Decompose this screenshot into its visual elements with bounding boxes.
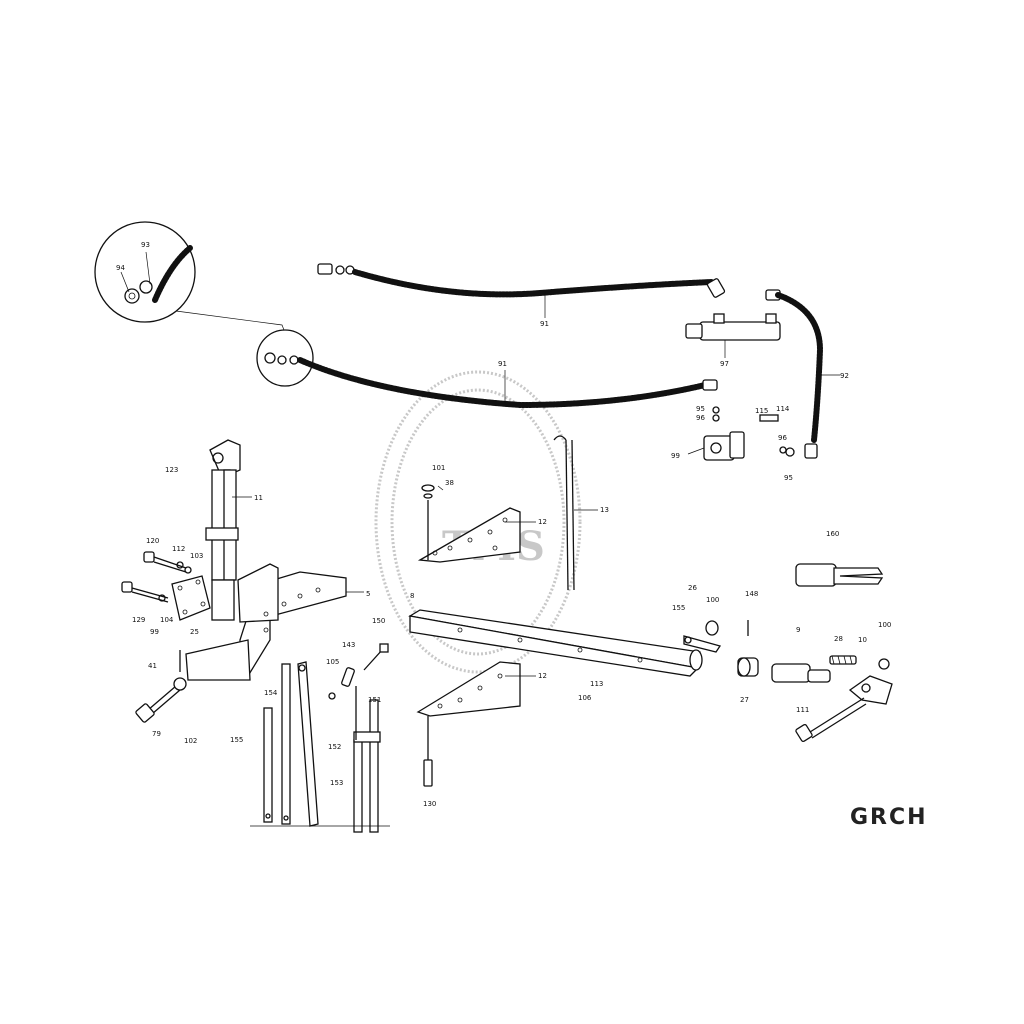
diagram-code: GRCH [850, 805, 928, 830]
label-9: 9 [796, 626, 800, 634]
spring-28 [829, 655, 857, 665]
label-152: 152 [328, 743, 341, 751]
valve-99 [687, 406, 795, 461]
label-115: 115 [755, 407, 768, 415]
label-26: 26 [688, 584, 697, 592]
plate-12-lower [416, 661, 536, 717]
label-92: 92 [840, 372, 849, 380]
label-97: 97 [720, 360, 729, 368]
link-155 [263, 707, 273, 823]
plate-25 [171, 575, 211, 621]
hitch-bracket-26 [683, 620, 749, 653]
beam-8 [408, 609, 703, 677]
rod-13 [553, 435, 598, 591]
label-160: 160 [826, 530, 839, 538]
label-10: 10 [858, 636, 867, 644]
label-5: 5 [366, 590, 370, 598]
label-99-left: 99 [150, 628, 159, 636]
link-151 [353, 686, 381, 833]
label-101: 101 [432, 464, 445, 472]
label-130: 130 [423, 800, 436, 808]
pin-9 [771, 663, 831, 683]
washer-143 [328, 692, 336, 700]
label-151: 151 [368, 696, 381, 704]
label-95-a: 95 [696, 405, 705, 413]
bushing-27 [737, 657, 759, 677]
label-112: 112 [172, 545, 185, 553]
label-28: 28 [834, 635, 843, 643]
label-93: 93 [141, 241, 150, 249]
label-99: 99 [671, 452, 680, 460]
label-120: 120 [146, 537, 159, 545]
pin-130 [423, 716, 433, 787]
label-113: 113 [590, 680, 603, 688]
label-114: 114 [776, 405, 790, 413]
label-11: 11 [254, 494, 263, 502]
label-155-right: 155 [672, 604, 685, 612]
bolt-111 [795, 697, 867, 743]
label-96-b: 96 [778, 434, 787, 442]
label-38: 38 [445, 479, 454, 487]
hose-92 [765, 289, 840, 459]
label-153: 153 [330, 779, 343, 787]
label-79: 79 [152, 730, 161, 738]
label-95-b: 95 [784, 474, 793, 482]
label-12-lower: 12 [538, 672, 547, 680]
label-150: 150 [372, 617, 385, 625]
cylinder-97 [685, 313, 781, 358]
label-100-a: 100 [706, 596, 719, 604]
label-25: 25 [190, 628, 199, 636]
label-104: 104 [160, 616, 174, 624]
label-123: 123 [165, 466, 178, 474]
bolt-120 [143, 551, 192, 574]
hose-91-lower [297, 357, 718, 409]
label-91-upper: 91 [540, 320, 549, 328]
label-96-a: 96 [696, 414, 705, 422]
bolt-150 [363, 643, 389, 671]
label-103: 103 [190, 552, 203, 560]
label-154: 154 [264, 689, 278, 697]
bushing-105 [341, 667, 355, 687]
label-106: 106 [578, 694, 592, 702]
label-143: 143 [342, 641, 355, 649]
label-94: 94 [116, 264, 125, 272]
label-27: 27 [740, 696, 749, 704]
link-154 [281, 663, 291, 825]
coupling-160 [795, 563, 884, 587]
hose-91-upper [317, 263, 726, 318]
bolt-129 [121, 581, 169, 603]
label-13: 13 [600, 506, 609, 514]
label-155-left: 155 [230, 736, 243, 744]
frame-5 [185, 563, 364, 681]
label-8: 8 [410, 592, 414, 600]
label-41: 41 [148, 662, 157, 670]
label-100-b: 100 [878, 621, 891, 629]
link-153 [297, 661, 319, 827]
cylinder-11 [205, 439, 252, 621]
label-102: 102 [184, 737, 197, 745]
label-105: 105 [326, 658, 339, 666]
label-91-lower: 91 [498, 360, 507, 368]
detail-callout-large [94, 221, 196, 323]
label-111: 111 [796, 706, 809, 714]
label-129: 129 [132, 616, 145, 624]
plate-12-upper [417, 507, 536, 563]
washer-101-38 [421, 484, 444, 560]
pin-79 [135, 650, 187, 723]
label-12-upper: 12 [538, 518, 547, 526]
detail-callout-small [175, 310, 314, 387]
label-148: 148 [745, 590, 758, 598]
clevis-10 [848, 658, 893, 705]
part-labels: 93 94 91 91 97 92 95 96 115 114 96 99 95… [116, 241, 891, 808]
